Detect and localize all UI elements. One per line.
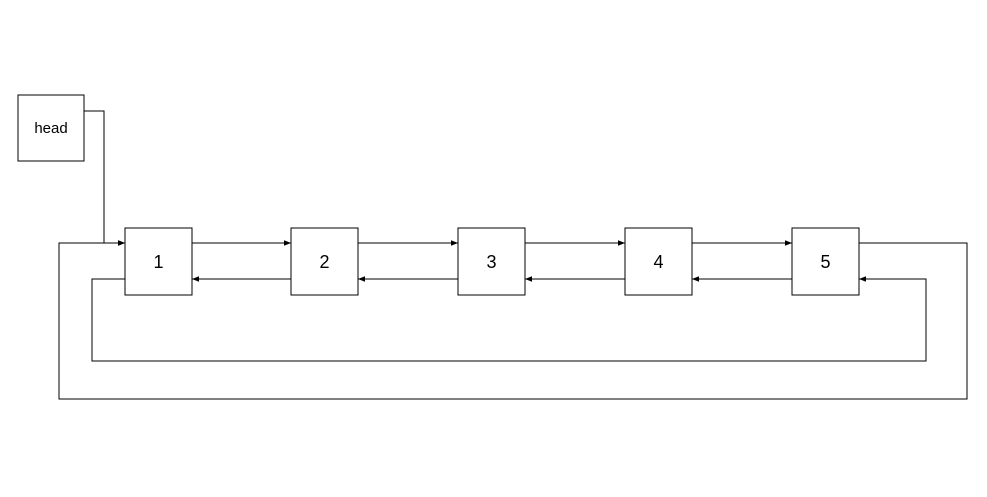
node-2-label: 2 <box>319 252 329 272</box>
edges <box>58 110 968 400</box>
head-label: head <box>34 120 67 137</box>
node-4-label: 4 <box>653 252 663 272</box>
node-4-rect <box>624 227 693 296</box>
node-5: 5 <box>791 227 860 296</box>
node-2-rect <box>290 227 359 296</box>
node-4: 4 <box>624 227 693 296</box>
node-5-rect <box>791 227 860 296</box>
head-rect <box>17 94 85 162</box>
edge-head-to-1 <box>84 110 125 246</box>
edge-wrap-5-to-1 <box>58 240 968 400</box>
node-3-rect <box>457 227 526 296</box>
node-5-label: 5 <box>820 252 830 272</box>
head-box: head <box>17 94 85 162</box>
node-1-label: 1 <box>153 252 163 272</box>
node-1: 1 <box>124 227 193 296</box>
node-2: 2 <box>290 227 359 296</box>
node-1-rect <box>124 227 193 296</box>
node-3-label: 3 <box>486 252 496 272</box>
edge-wrap-1-to-5 <box>91 276 927 362</box>
node-3: 3 <box>457 227 526 296</box>
nodes: 1 2 3 4 5 <box>124 227 860 296</box>
